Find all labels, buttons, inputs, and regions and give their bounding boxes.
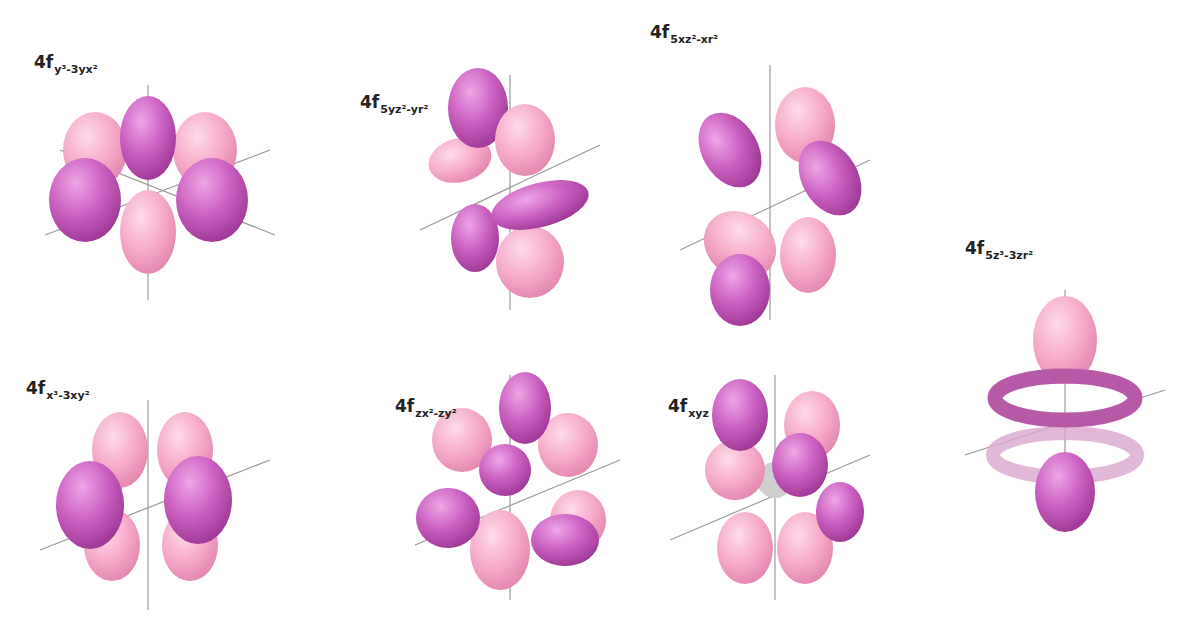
orbital-subscript: zx²-zy²	[415, 407, 456, 420]
orbital-subscript: xyz	[688, 407, 709, 420]
orbital-label: 4fzx²-zy²	[395, 396, 457, 416]
orbital-name: 4f	[965, 238, 984, 258]
orbital-label: 4fy³-3yx²	[34, 52, 98, 72]
orbital-subscript: 5yz²-yr²	[380, 103, 428, 116]
orbital-name: 4f	[395, 396, 414, 416]
orbital-label: 4f5xz²-xr²	[650, 22, 718, 42]
orbital-subscript: 5z³-3zr²	[985, 249, 1033, 262]
orbital-name: 4f	[34, 52, 53, 72]
orbital-subscript: x³-3xy²	[46, 389, 89, 402]
orbital-subscript: 5xz²-xr²	[670, 33, 718, 46]
orbital-label: 4fx³-3xy²	[26, 378, 89, 398]
orbital-label: 4fxyz	[668, 396, 709, 416]
orbital-name: 4f	[668, 396, 687, 416]
orbital-label: 4f5yz²-yr²	[360, 92, 428, 112]
orbital-name: 4f	[26, 378, 45, 398]
orbital-name: 4f	[360, 92, 379, 112]
orbital-name: 4f	[650, 22, 669, 42]
orbital-label: 4f5z³-3zr²	[965, 238, 1033, 258]
orbital-subscript: y³-3yx²	[54, 63, 97, 76]
